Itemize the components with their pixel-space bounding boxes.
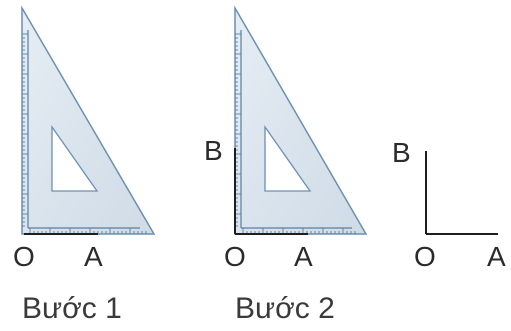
point-label-o: O [13, 241, 35, 272]
point-label-b: B [204, 135, 223, 166]
point-label-a: A [84, 241, 103, 272]
figure-step-2: B O A Bước 2 [204, 5, 368, 325]
step-1-caption: Bước 1 [22, 292, 122, 325]
figure-step-1: O A Bước 1 [13, 5, 156, 325]
point-label-o: O [414, 241, 436, 272]
step-2-caption: Bước 2 [235, 292, 335, 325]
point-label-a: A [487, 241, 506, 272]
point-label-a: A [294, 241, 313, 272]
point-label-b: B [392, 137, 411, 168]
set-square-icon [234, 5, 368, 235]
set-square-icon [21, 5, 156, 235]
figure-result: B O A [392, 137, 506, 272]
point-label-o: O [224, 241, 246, 272]
